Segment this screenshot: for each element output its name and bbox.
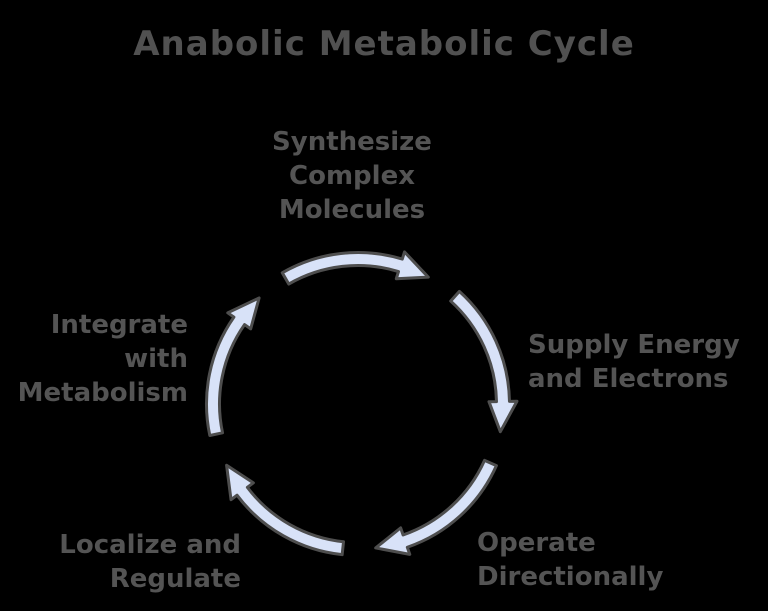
- cycle-arrow-segment-4: [225, 463, 346, 557]
- cycle-arrow-segment-1: [280, 250, 430, 286]
- node-label-integrate-with-metabolism: Integrate with Metabolism: [8, 308, 188, 410]
- node-label-line: Metabolism: [17, 378, 188, 408]
- node-label-line: Regulate: [109, 564, 241, 594]
- node-label-synthesize-complex-molecules: Synthesize Complex Molecules: [202, 125, 502, 227]
- node-label-line: Supply Energy: [528, 330, 740, 360]
- node-label-line: Complex: [289, 161, 415, 191]
- node-label-line: and Electrons: [528, 364, 729, 394]
- cycle-arrow-segment-2: [449, 289, 519, 434]
- node-label-line: Synthesize: [272, 127, 432, 157]
- node-label-line: Operate: [477, 528, 596, 558]
- cycle-arrow-segment-3: [374, 458, 498, 556]
- diagram-title: Anabolic Metabolic Cycle: [133, 24, 635, 64]
- node-label-localize-and-regulate: Localize and Regulate: [41, 528, 241, 596]
- node-label-operate-directionally: Operate Directionally: [477, 526, 663, 594]
- cycle-arrow-segment-5: [205, 296, 261, 437]
- node-label-line: with: [124, 344, 188, 374]
- node-label-line: Localize and: [59, 530, 241, 560]
- node-label-line: Integrate: [50, 310, 188, 340]
- node-label-supply-energy-and-electrons: Supply Energy and Electrons: [528, 328, 740, 396]
- node-label-line: Directionally: [477, 562, 664, 592]
- node-label-line: Molecules: [278, 195, 426, 225]
